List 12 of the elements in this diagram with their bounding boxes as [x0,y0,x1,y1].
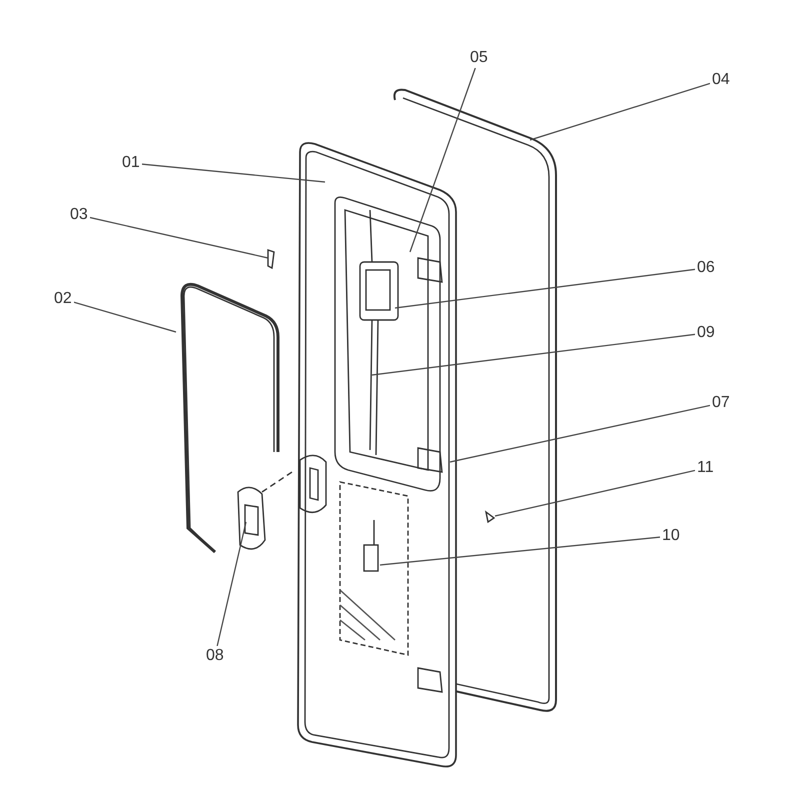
leader-line [394,268,696,309]
leader-line [90,216,268,259]
leader-line [380,536,660,566]
leader-line [494,470,696,517]
leader-line [216,522,247,646]
leader-line [530,82,710,141]
leader-line [372,334,696,376]
leader-line [74,302,176,333]
leader-line [142,164,326,183]
leader-line [409,68,476,252]
callout-number: 05 [468,48,490,68]
leader-line [450,404,710,463]
